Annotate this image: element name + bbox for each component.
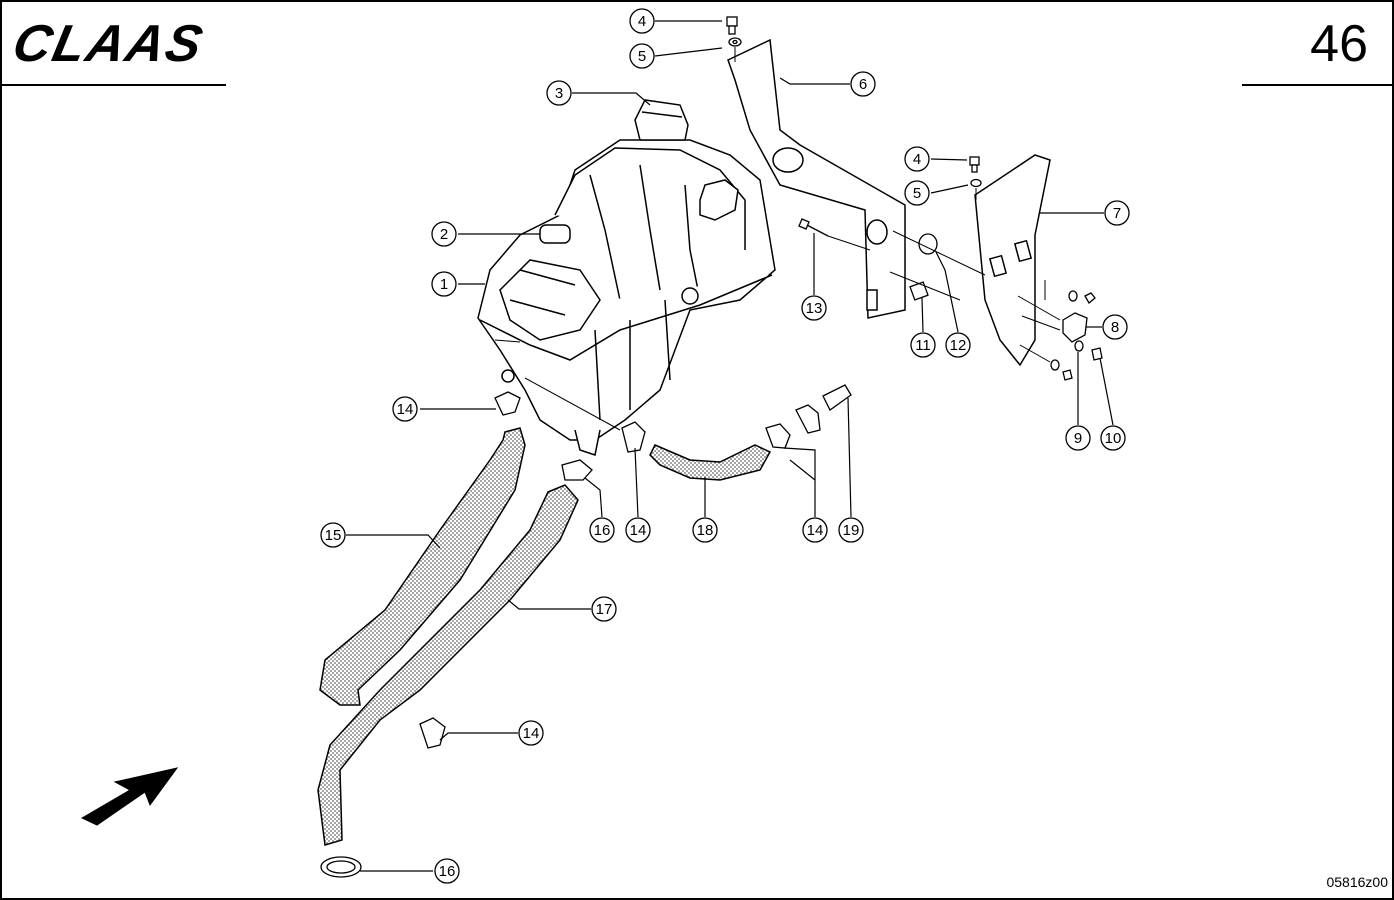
callout-5: 5 — [904, 180, 930, 206]
callout-8: 8 — [1102, 314, 1128, 340]
callout-label: 3 — [555, 85, 563, 102]
callout-circle — [546, 80, 572, 106]
callout-circle — [801, 295, 827, 321]
callout-6: 6 — [850, 71, 876, 97]
callout-18: 18 — [692, 517, 718, 543]
callout-label: 2 — [440, 226, 448, 243]
callout-9: 9 — [1065, 425, 1091, 451]
callout-19: 19 — [838, 517, 864, 543]
callout-14: 14 — [802, 517, 828, 543]
callout-label: 14 — [397, 401, 414, 418]
callout-label: 13 — [806, 300, 823, 317]
callout-circle — [589, 517, 615, 543]
callout-15: 15 — [320, 522, 346, 548]
callout-label: 14 — [630, 522, 647, 539]
callout-label: 18 — [697, 522, 714, 539]
hoses — [317, 427, 772, 846]
callout-circle — [431, 221, 457, 247]
hose-17 — [317, 484, 579, 846]
callout-label: 17 — [596, 601, 613, 618]
callout-1: 1 — [431, 271, 457, 297]
callout-label: 5 — [913, 185, 921, 202]
callout-5: 5 — [629, 43, 655, 69]
bracket-6 — [727, 38, 906, 319]
callout-label: 15 — [325, 527, 342, 544]
callout-label: 9 — [1074, 430, 1082, 447]
bracket-7 — [974, 154, 1051, 367]
expansion-tank — [477, 99, 776, 456]
callout-circle — [802, 517, 828, 543]
callout-circle — [904, 146, 930, 172]
callout-label: 11 — [915, 337, 931, 354]
callout-circle — [904, 180, 930, 206]
callout-14: 14 — [392, 396, 418, 422]
callout-label: 10 — [1105, 430, 1122, 447]
callout-circle — [625, 517, 651, 543]
callout-16: 16 — [434, 858, 460, 884]
callout-2: 2 — [431, 221, 457, 247]
assembly-lines — [494, 47, 1061, 431]
direction-arrow-icon — [80, 767, 179, 826]
callout-circle — [910, 332, 936, 358]
callout-13: 13 — [801, 295, 827, 321]
callout-circle — [320, 522, 346, 548]
callout-circle — [629, 8, 655, 34]
callout-3: 3 — [546, 80, 572, 106]
callout-label: 5 — [638, 48, 646, 65]
callout-circle — [518, 720, 544, 746]
callout-4: 4 — [904, 146, 930, 172]
callout-circle — [392, 396, 418, 422]
callout-17: 17 — [591, 596, 617, 622]
drawing-number: 05816z00 — [1326, 874, 1388, 890]
callout-label: 6 — [859, 76, 867, 93]
callout-circle — [1100, 425, 1126, 451]
callout-label: 8 — [1111, 319, 1119, 336]
hardware — [320, 16, 1103, 878]
callout-circle — [629, 43, 655, 69]
leader-lines — [346, 20, 1114, 872]
callout-circle — [945, 332, 971, 358]
hose-18 — [649, 444, 772, 481]
callout-14: 14 — [625, 517, 651, 543]
callout-label: 7 — [1113, 205, 1121, 222]
page-number: 46 — [1310, 15, 1368, 73]
callout-circle — [431, 271, 457, 297]
callout-label: 14 — [523, 725, 540, 742]
callout-10: 10 — [1100, 425, 1126, 451]
callout-4: 4 — [629, 8, 655, 34]
callout-circle — [434, 858, 460, 884]
callout-11: 11 — [910, 332, 936, 358]
callout-circle — [850, 71, 876, 97]
callout-label: 16 — [594, 522, 611, 539]
callout-label: 12 — [950, 337, 967, 354]
callout-label: 16 — [439, 863, 456, 880]
callout-circle — [591, 596, 617, 622]
callout-label: 1 — [440, 276, 448, 293]
callout-circle — [1104, 200, 1130, 226]
callout-circle — [838, 517, 864, 543]
callout-label: 4 — [913, 151, 921, 168]
callout-12: 12 — [945, 332, 971, 358]
callout-16: 16 — [589, 517, 615, 543]
callout-14: 14 — [518, 720, 544, 746]
callout-circle — [1065, 425, 1091, 451]
callout-label: 19 — [843, 522, 860, 539]
callout-circle — [692, 517, 718, 543]
hose-15 — [319, 427, 526, 706]
callout-label: 14 — [807, 522, 824, 539]
callout-circle — [1102, 314, 1128, 340]
callout-7: 7 — [1104, 200, 1130, 226]
callout-label: 4 — [638, 13, 646, 30]
